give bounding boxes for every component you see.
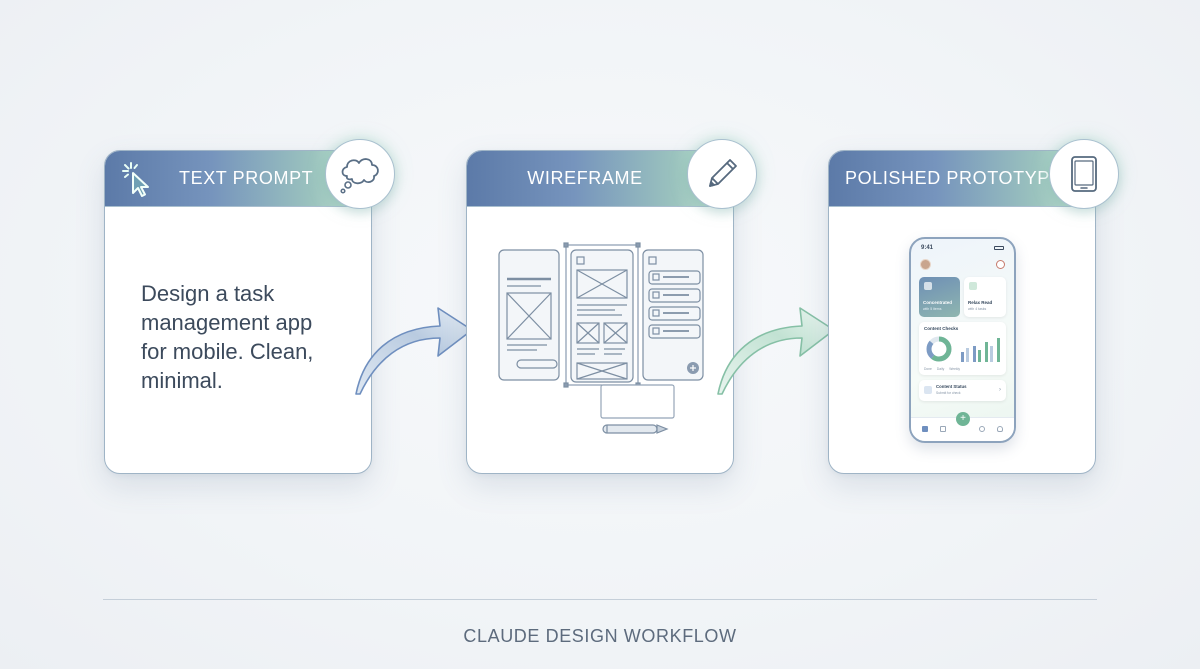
leaf-icon xyxy=(969,282,977,290)
profile-icon[interactable] xyxy=(997,426,1003,432)
chat-icon[interactable] xyxy=(979,426,985,432)
wireframe-illustration xyxy=(498,242,704,434)
tablet-icon xyxy=(1071,156,1097,192)
pencil-icon xyxy=(709,159,737,187)
text-prompt-card: TEXT PROMPT Design a task management app… xyxy=(104,150,372,474)
prompt-line: minimal. xyxy=(141,368,223,393)
legend-item: Daily xyxy=(936,367,945,371)
thought-bubble-badge xyxy=(325,139,395,209)
content-status-title: Content Status xyxy=(936,384,967,389)
flow-arrow-2 xyxy=(717,307,835,395)
relax-read-label: Relax Read xyxy=(968,300,993,305)
cursor-click-icon xyxy=(122,161,149,197)
bottom-nav: + xyxy=(911,412,1014,441)
wireframe-title: WIREFRAME xyxy=(527,168,643,188)
content-status-sub: Submit for check xyxy=(936,391,961,395)
concentrated-sub: with 5 items xyxy=(923,307,942,311)
avatar[interactable] xyxy=(920,259,931,270)
status-icon xyxy=(924,386,932,394)
donut-chart xyxy=(926,336,952,362)
prompt-line: Design a task xyxy=(141,281,275,306)
tablet-badge xyxy=(1049,139,1119,209)
relax-read-card[interactable]: Relax Read with 4 tasks xyxy=(964,277,1006,317)
flow-arrow-1 xyxy=(355,307,473,395)
phone-mockup: 9:41 Concentrated with 5 items Relax Rea… xyxy=(909,237,1016,443)
footer-caption: CLAUDE DESIGN WORKFLOW xyxy=(463,626,737,646)
prototype-card: POLISHED PROTOTYPE 9:41 Concentrated wit… xyxy=(828,150,1096,474)
footer-divider xyxy=(103,599,1097,600)
calendar-icon[interactable] xyxy=(940,426,946,432)
wireframe-card: WIREFRAME xyxy=(466,150,734,474)
content-checks-title: Content Checks xyxy=(924,326,959,331)
concentrated-card[interactable]: Concentrated with 5 items xyxy=(919,277,960,317)
legend-item: Done xyxy=(924,367,932,371)
pencil-badge xyxy=(687,139,757,209)
home-icon[interactable] xyxy=(922,426,928,432)
thought-bubble-icon xyxy=(340,158,379,194)
phone-time: 9:41 xyxy=(921,245,934,251)
bell-icon[interactable] xyxy=(996,260,1005,269)
bar-chart xyxy=(961,338,1000,362)
content-checks-card: Content Checks Done Daily Weekly xyxy=(919,322,1006,375)
concentrated-label: Concentrated xyxy=(923,300,953,305)
text-prompt-title: TEXT PROMPT xyxy=(179,168,314,188)
add-task-button[interactable]: + xyxy=(956,412,970,426)
content-status-row[interactable]: Content Status Submit for check › xyxy=(919,380,1006,401)
focus-icon xyxy=(924,282,932,290)
chevron-right-icon: › xyxy=(999,387,1001,393)
legend-item: Weekly xyxy=(949,367,960,371)
prompt-line: for mobile. Clean, xyxy=(141,339,314,364)
prompt-text: Design a task management app for mobile.… xyxy=(141,279,351,395)
chart-legend: Done Daily Weekly xyxy=(924,367,960,371)
prompt-line: management app xyxy=(141,310,313,335)
phone-status-bar: 9:41 xyxy=(921,245,933,251)
relax-read-sub: with 4 tasks xyxy=(968,307,987,311)
phone-battery-icon xyxy=(994,246,1004,250)
prototype-title: POLISHED PROTOTYPE xyxy=(845,168,1063,188)
